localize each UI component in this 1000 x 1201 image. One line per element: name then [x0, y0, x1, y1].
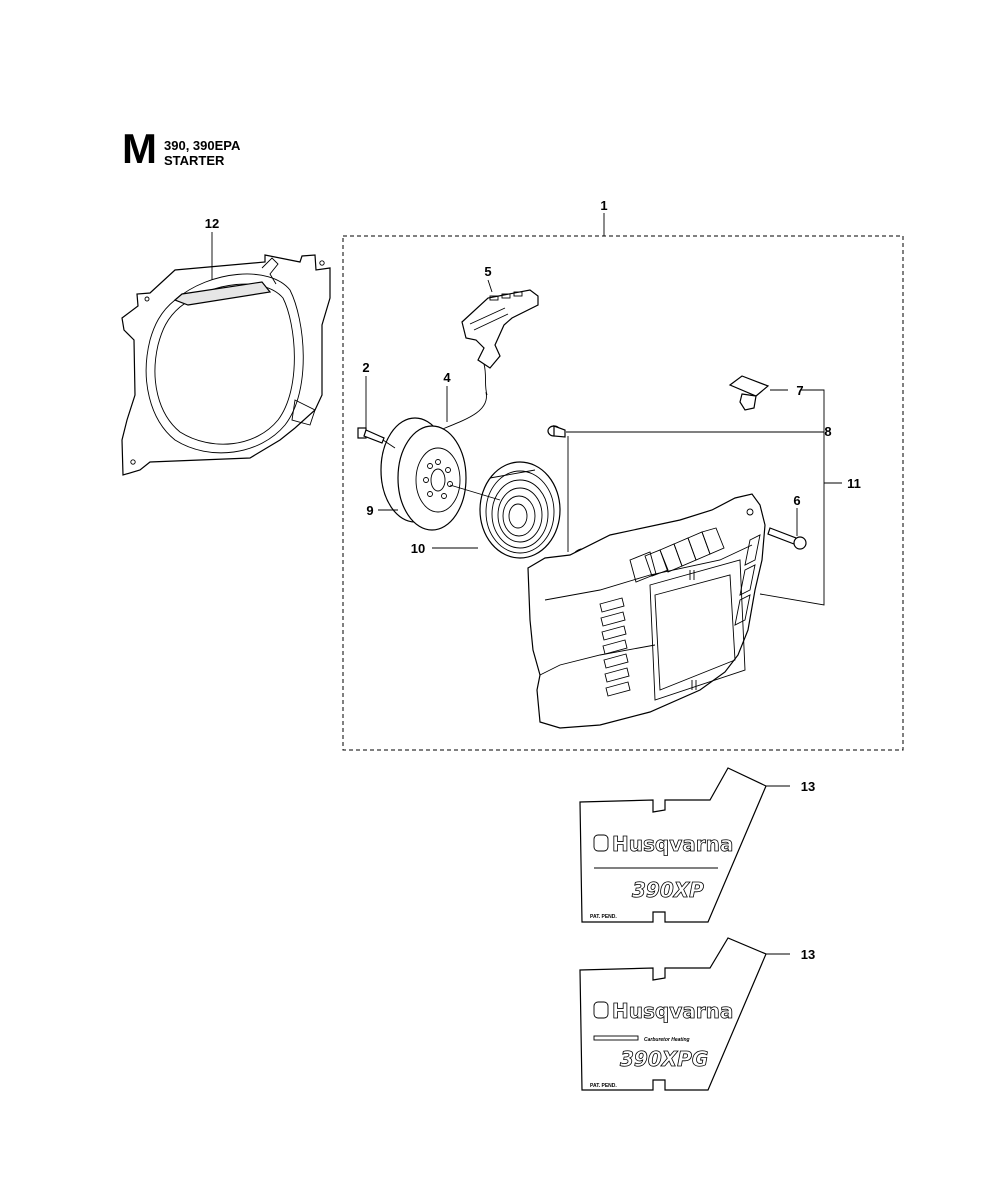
callout-11: 11	[847, 476, 861, 491]
callout-6: 6	[793, 493, 800, 508]
part-10-recoil-spring	[449, 461, 561, 559]
part-2-screw	[357, 427, 385, 444]
callout-13b: 13	[801, 947, 815, 962]
model-list: 390, 390EPA	[164, 138, 241, 153]
callout-10: 10	[411, 541, 425, 556]
part-9-rope-pulley	[380, 417, 467, 531]
callout-7: 7	[796, 383, 803, 398]
assembly-box	[342, 235, 904, 751]
bracket-11	[759, 389, 825, 606]
decal-b-rule	[593, 1035, 639, 1041]
decal-b-patent: PAT. PEND.	[590, 1083, 617, 1089]
decal-13-b: Husqvarna Carburetor Heating 390XPG PAT.…	[579, 937, 767, 1091]
decal-a-brand: Husqvarna	[612, 832, 733, 856]
decal-a-logo-icon	[593, 834, 609, 852]
callout-12: 12	[205, 216, 219, 231]
callout-2: 2	[362, 360, 369, 375]
section-letter: M	[122, 125, 157, 172]
part-5-starter-handle	[461, 289, 539, 396]
page-title: STARTER	[164, 153, 225, 168]
leader-5	[487, 279, 493, 293]
decal-a-patent: PAT. PEND.	[590, 914, 617, 920]
part-8-bushing	[547, 425, 566, 438]
part-12-baffle	[121, 254, 331, 476]
callout-5: 5	[484, 264, 491, 279]
starter-cover	[527, 493, 766, 729]
decal-b-subtitle: Carburetor Heating	[644, 1037, 690, 1043]
decal-b-brand: Husqvarna	[612, 999, 733, 1023]
part-7-vent-plug	[728, 375, 770, 411]
callout-1: 1	[600, 198, 607, 213]
callout-9: 9	[366, 503, 373, 518]
callout-13a: 13	[801, 779, 815, 794]
decal-13-a: Husqvarna 390XP PAT. PEND.	[579, 767, 767, 923]
part-6-screw	[767, 527, 807, 550]
callout-4: 4	[443, 370, 451, 385]
decal-b-model: 390XPG	[620, 1047, 708, 1071]
callout-8: 8	[824, 424, 831, 439]
page-header: 390, 390EPA STARTER	[164, 138, 240, 168]
decal-a-model: 390XP	[632, 878, 704, 902]
decal-b-logo-icon	[593, 1001, 609, 1019]
